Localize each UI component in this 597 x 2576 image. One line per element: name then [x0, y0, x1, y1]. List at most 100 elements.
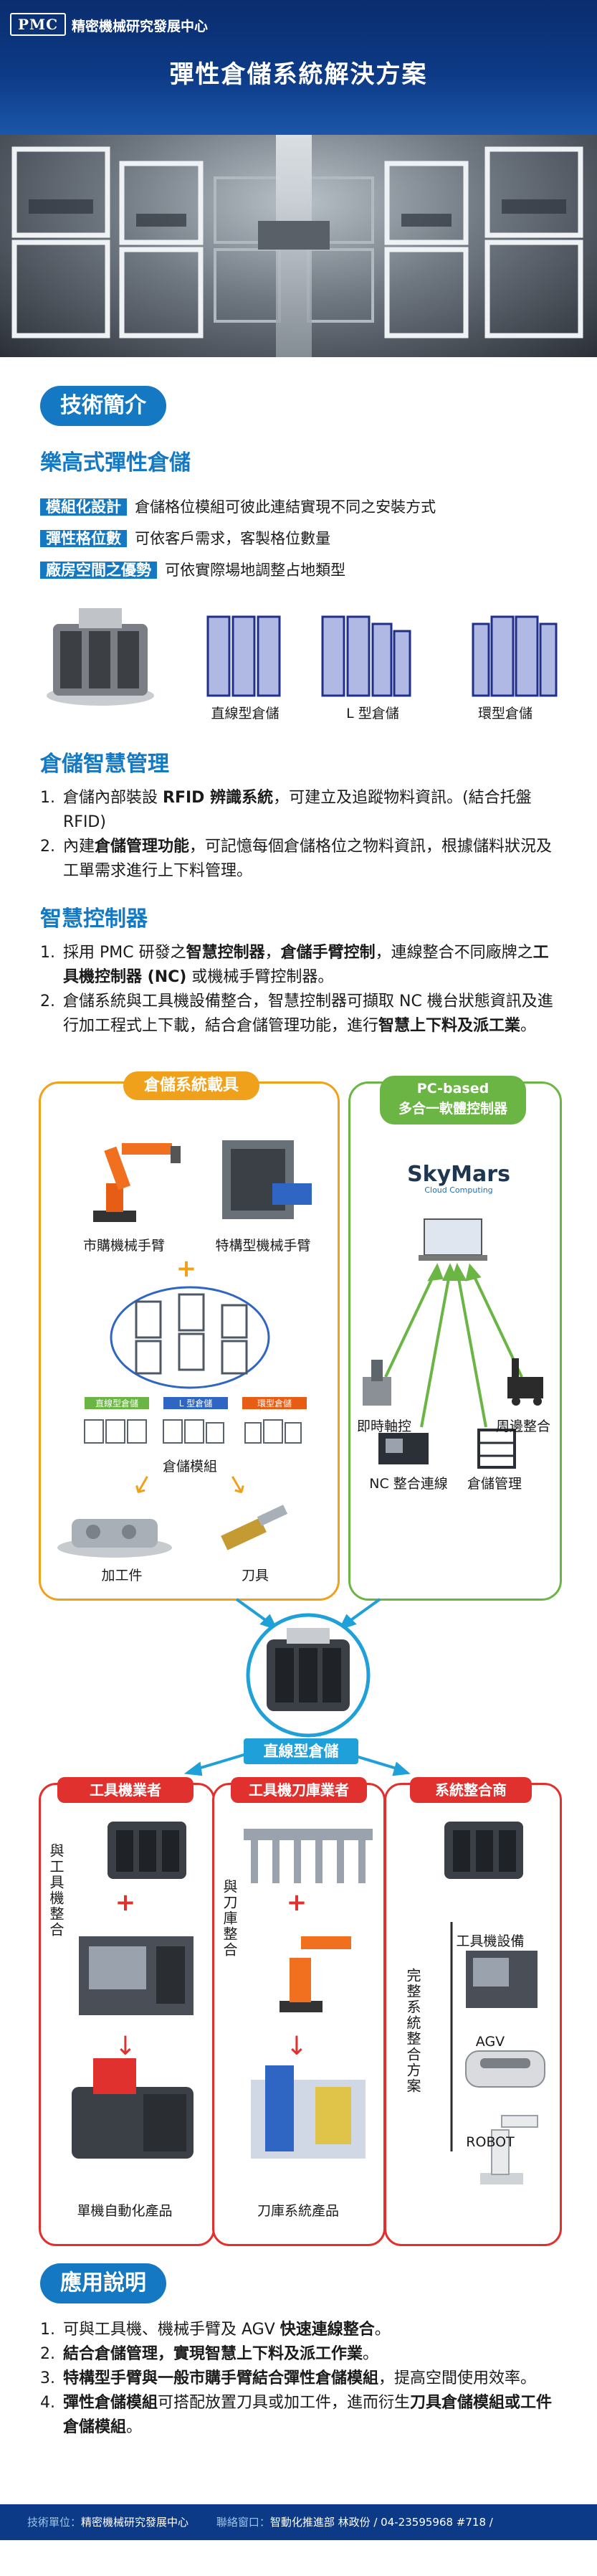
module-tag-l: L 型倉儲	[163, 1397, 228, 1409]
smart-management-list: 1.倉儲內部裝設 RFID 辨識系統，可建立及追蹤物料資訊。(結合托盤 RFID…	[40, 786, 563, 884]
feature-desc: 倉儲格位模組可彼此連結實現不同之安裝方式	[135, 498, 436, 516]
smart-controller-list: 1.採用 PMC 研發之智慧控制器，倉儲手臂控制，連線整合不同廠牌之工具機控制器…	[40, 941, 563, 1038]
storage-types-illustration	[47, 608, 558, 706]
robot-arms-illustration	[93, 1140, 312, 1222]
page-title: 彈性倉儲系統解決方案	[169, 60, 428, 89]
tool-rack-icon	[244, 1829, 373, 1883]
peripheral-robot-icon	[507, 1358, 543, 1406]
panel-pc-controller	[348, 1081, 562, 1601]
storage-rack-icon	[477, 1429, 516, 1469]
nc-machine-icon	[378, 1433, 429, 1464]
pmc-logo: PMC	[10, 13, 66, 36]
heading-smart-controller: 智慧控制器	[40, 906, 148, 932]
panel-title-tool-magazine: 工具機刀庫業者	[231, 1777, 367, 1803]
heading-lego-storage: 樂高式彈性倉儲	[40, 450, 191, 475]
vlabel-machine-tool: 與工具機整合	[47, 1843, 65, 1938]
label-machine-equipment: 工具機設備	[456, 1933, 525, 1949]
label-tool: 刀具	[241, 1568, 269, 1583]
agv-icon	[465, 2050, 545, 2088]
caption-linear: 直線型倉儲	[211, 706, 280, 721]
ring-storage-icon	[472, 615, 558, 697]
feature-tag: 彈性格位數	[40, 530, 127, 547]
arrow-down: ↓	[114, 2032, 137, 2061]
feature-row-1: 模組化設計 倉儲格位模組可彼此連結實現不同之安裝方式	[40, 495, 436, 519]
plus-sign: +	[115, 1888, 136, 1917]
l-storage-icon	[321, 615, 411, 697]
module-tags-row: 直線型倉儲 L 型倉儲 環型倉儲	[77, 1397, 314, 1410]
robot-icon	[480, 2115, 538, 2184]
list-item: 2.倉儲系統與工具機設備整合，智慧控制器可擷取 NC 機台狀態資訊及進行加工程式…	[40, 993, 553, 1035]
custom-robot-arm-icon	[222, 1140, 312, 1219]
label-peripheral: 周邊整合	[495, 1419, 550, 1434]
label-workpiece: 加工件	[101, 1568, 143, 1583]
vlabel-integration: 完整系統整合方案	[404, 1968, 421, 2094]
controller-network-diagram	[363, 1218, 543, 1469]
caption-ring: 環型倉儲	[477, 706, 532, 721]
list-item: 1.倉儲內部裝設 RFID 辨識系統，可建立及追蹤物料資訊。(結合托盤 RFID…	[40, 789, 532, 831]
label-commercial-robot: 市購機械手臂	[82, 1238, 165, 1254]
label-custom-robot: 特構型機械手臂	[215, 1238, 311, 1254]
storage-unit-icon	[108, 1822, 186, 1879]
workpiece-icon	[57, 1519, 172, 1558]
panel-title-integrators: 系統整合商	[410, 1777, 532, 1803]
storage-modules-illustration	[110, 1286, 270, 1389]
heading-smart-management: 倉儲智慧管理	[40, 752, 169, 777]
vlabel-tool-magazine: 與刀庫整合	[221, 1879, 238, 1958]
label-nc-connect: NC 整合連線	[369, 1476, 448, 1492]
skymars-logo: SkyMars Cloud Computing	[407, 1162, 510, 1195]
center-label-linear-storage: 直線型倉儲	[244, 1738, 358, 1764]
feature-tag: 模組化設計	[40, 498, 127, 516]
caption-l-type: L 型倉儲	[346, 706, 399, 721]
linear-storage-render-icon	[267, 1628, 350, 1711]
label-storage-modules: 倉儲模組	[162, 1459, 217, 1474]
panel-title-machine-tool: 工具機業者	[57, 1777, 194, 1803]
feature-tag: 廠房空間之優勢	[40, 562, 157, 579]
list-item: 2.結合倉儲管理，實現智慧上下料及派工作業。	[40, 2345, 379, 2363]
footer-unit-label: 技術單位：	[27, 2516, 82, 2529]
feature-row-3: 廠房空間之優勢 可依實際場地調整占地類型	[40, 558, 345, 582]
warehouse-rack-illustration	[11, 135, 583, 357]
label-tool-magazine-product: 刀庫系統產品	[257, 2203, 339, 2219]
arrow-down: ↓	[285, 2032, 308, 2061]
section-pill-intro: 技術簡介	[40, 386, 166, 426]
application-list: 1.可與工具機、機械手臂及 AGV 快速連線整合。 2.結合倉儲管理，實現智慧上…	[40, 2318, 563, 2440]
tool-magazine-flow-illustration	[244, 1829, 373, 2159]
hero-warehouse-image	[0, 135, 597, 357]
integration-flow-illustration	[444, 1822, 545, 2184]
feature-row-2: 彈性格位數 可依客戶需求，客製格位數量	[40, 526, 330, 551]
center-connector	[235, 1598, 381, 1738]
plus-sign: +	[286, 1888, 307, 1917]
panel-title-controller: PC-based 多合一軟體控制器	[380, 1076, 526, 1124]
machine-tool-flow-illustration	[72, 1822, 194, 2159]
module-shapes-illustration	[84, 1419, 302, 1444]
robot-arm-icon	[280, 1936, 351, 2012]
laptop-icon	[419, 1218, 487, 1261]
list-item: 4.彈性倉儲模組可搭配放置刀具或加工件，進而衍生刀具倉儲模組或工件倉儲模組。	[40, 2394, 553, 2436]
section-pill-application: 應用說明	[40, 2263, 166, 2303]
list-item: 2.內建倉儲管理功能，可記憶每個倉儲格位之物料資訊，根據儲料狀況及工單需求進行上…	[40, 838, 553, 880]
label-robot: ROBOT	[466, 2134, 515, 2150]
label-realtime-axis: 即時軸控	[356, 1419, 411, 1434]
plus-sign: +	[176, 1254, 197, 1283]
automation-cell-icon	[72, 2058, 194, 2159]
tool-holder-icon	[221, 1505, 288, 1550]
label-agv: AGV	[475, 2034, 505, 2050]
feature-desc: 可依客戶需求，客製格位數量	[135, 530, 331, 547]
machine-equipment-icon	[466, 1951, 538, 2008]
footer-unit: 精密機械研究發展中心	[81, 2516, 189, 2529]
module-tag-linear: 直線型倉儲	[85, 1397, 149, 1409]
list-item: 1.採用 PMC 研發之智慧控制器，倉儲手臂控制，連線整合不同廠牌之工具機控制器…	[40, 944, 549, 986]
footer-contact-label: 聯絡窗口：	[216, 2516, 270, 2529]
module-tag-ring: 環型倉儲	[242, 1397, 307, 1409]
commercial-robot-arm-icon	[93, 1143, 181, 1222]
machine-tool-icon	[79, 1936, 194, 2015]
label-standalone-product: 單機自動化產品	[77, 2203, 173, 2219]
workpiece-tool-illustration	[57, 1505, 288, 1558]
panel-title-carriers: 倉儲系統載具	[123, 1071, 259, 1100]
linear-storage-icon	[206, 615, 281, 697]
feature-desc: 可依實際場地調整占地類型	[165, 562, 346, 579]
label-storage-management: 倉儲管理	[467, 1476, 522, 1492]
footer-bar: 技術單位：精密機械研究發展中心 聯絡窗口：智動化推進部 林政份 / 04-235…	[0, 2504, 597, 2565]
header-banner: PMC 精密機械研究發展中心 彈性倉儲系統解決方案	[0, 0, 597, 135]
split-arrows	[183, 1751, 411, 1776]
